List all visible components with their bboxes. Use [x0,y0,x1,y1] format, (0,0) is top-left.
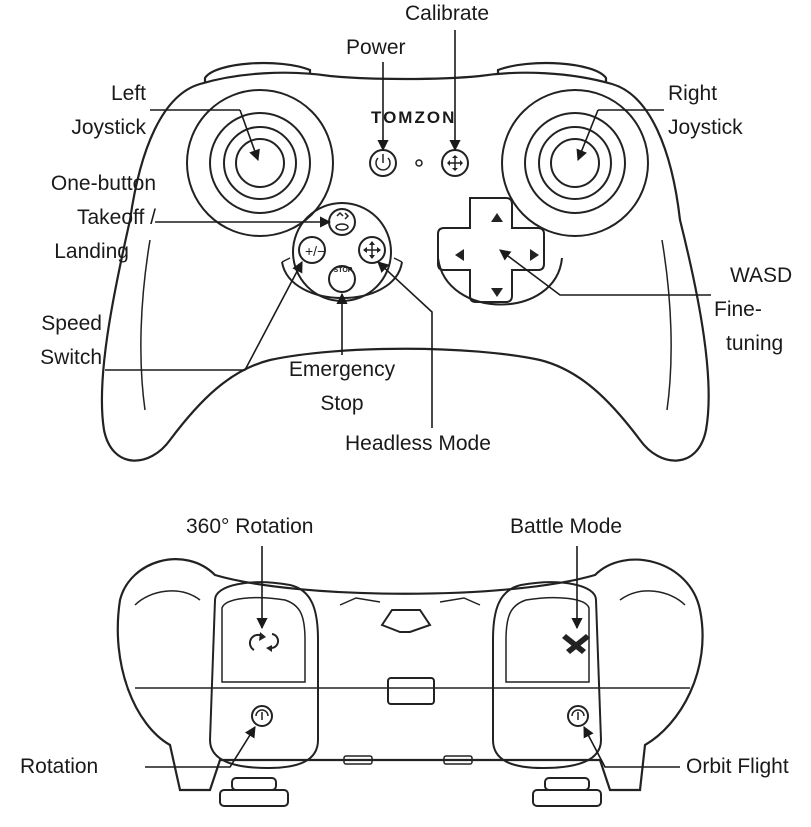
stop-button-text: STOP [333,267,353,274]
controller-rear-view [116,546,704,807]
label-right-joystick-1: Right [668,82,718,105]
indicator-led [415,159,423,167]
rotation-icon [255,709,269,720]
label-speed-switch-1: Speed [41,312,102,335]
label-battle-mode: Battle Mode [510,515,623,538]
controller-top-view: +/− [100,30,711,462]
label-wasd-2: Fine- [714,298,762,321]
label-speed-switch-2: Switch [40,346,102,369]
label-calibrate: Calibrate [405,2,490,25]
label-headless-mode: Headless Mode [345,432,491,455]
calibrate-icon [447,155,463,171]
label-emergency-stop-2: Stop [320,392,364,415]
label-left-joystick-2: Joystick [71,116,146,139]
takeoff-landing-icon [335,211,350,231]
left-stick-bottom [219,777,289,807]
callout-lines-bottom [145,546,680,768]
dpad-arrow-icon [455,213,539,297]
orbit-flight-icon [571,709,585,720]
power-icon [375,154,391,171]
speed-switch-button[interactable]: +/− [298,236,326,264]
rotation-360-icon [248,632,280,652]
headless-mode-button[interactable] [358,236,386,264]
label-wasd-3: tuning [726,332,784,355]
label-rotation: Rotation [20,755,99,778]
right-joystick[interactable] [501,89,649,237]
label-orbit-flight: Orbit Flight [686,755,789,778]
rotation-button[interactable] [251,705,273,727]
label-right-joystick-2: Joystick [668,116,743,139]
brand-logo: TOMZON [371,108,457,127]
label-left-joystick-1: Left [110,82,146,105]
orbit-flight-button[interactable] [567,705,589,727]
headless-mode-icon [363,241,381,259]
label-one-button-2: Takeoff / [77,206,156,229]
label-power: Power [346,36,406,59]
right-trigger-battle-mode[interactable] [492,581,603,770]
wasd-dpad[interactable] [437,197,563,306]
emergency-stop-button[interactable] [328,265,356,293]
right-stick-bottom [532,777,602,807]
left-joystick[interactable] [186,89,334,237]
usb-port [387,677,435,705]
label-one-button-1: One-button [50,172,156,195]
battle-mode-icon [562,634,590,654]
callout-lines-top [105,30,711,428]
label-360-rotation: 360° Rotation [186,515,314,538]
left-trigger-360-rotation[interactable] [208,581,319,770]
label-emergency-stop-1: Emergency [288,358,396,381]
label-one-button-3: Landing [54,240,129,263]
label-wasd-1: WASD [730,264,793,287]
speed-switch-icon: +/− [305,243,325,259]
